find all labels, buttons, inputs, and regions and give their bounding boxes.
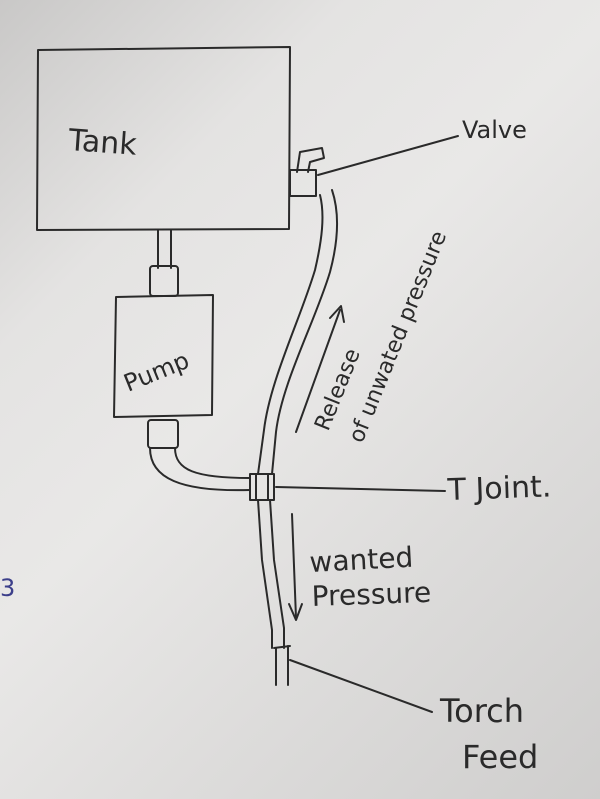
tank-box bbox=[36, 46, 291, 231]
torch-feed-pipe bbox=[257, 499, 285, 649]
tank-to-pump-pipe bbox=[149, 229, 179, 297]
pressure-label: Pressure bbox=[311, 576, 432, 613]
pump-label: Pump bbox=[120, 346, 193, 397]
valve-label: Valve bbox=[462, 116, 527, 144]
flow-arrows bbox=[288, 305, 345, 621]
wanted-label: wanted bbox=[309, 541, 414, 579]
release-arrow bbox=[295, 305, 345, 433]
wanted-arrow bbox=[288, 513, 303, 621]
return-hose bbox=[257, 189, 339, 475]
torch-label: Torch bbox=[439, 692, 524, 730]
torch-feed-leader-line bbox=[289, 659, 433, 713]
t-joint-leader-line bbox=[275, 486, 446, 492]
feed-label: Feed bbox=[462, 738, 538, 776]
t-joint-fitting bbox=[249, 473, 275, 501]
pump-box bbox=[113, 294, 214, 418]
t-joint-label: T Joint. bbox=[446, 469, 552, 508]
torch-feed-fitting bbox=[273, 645, 291, 686]
margin-mark: 3 bbox=[0, 574, 15, 602]
pump-to-tjoint-hose bbox=[147, 419, 251, 492]
tank-label: Tank bbox=[66, 123, 138, 163]
valve-leader-line bbox=[317, 135, 459, 176]
unwanted-pressure-label: of unwated pressure bbox=[344, 228, 452, 447]
leader-lines bbox=[275, 135, 459, 713]
valve-fitting bbox=[289, 147, 325, 197]
